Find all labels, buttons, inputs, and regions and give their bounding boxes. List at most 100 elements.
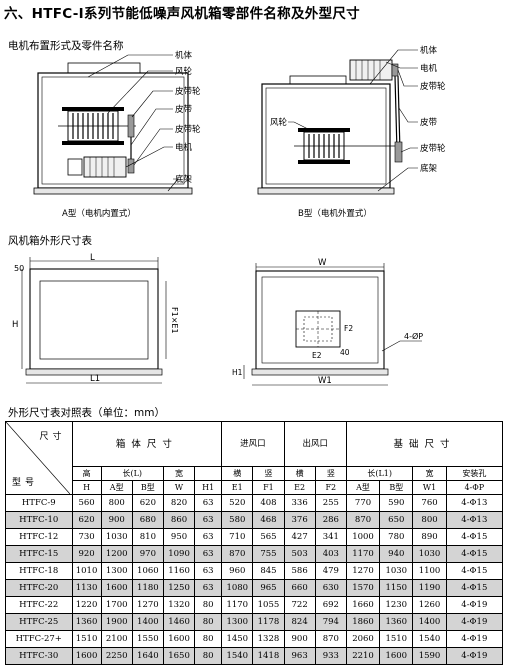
value-cell: 1230 xyxy=(379,596,414,614)
value-cell: 1600 xyxy=(71,647,102,665)
value-cell: 1510 xyxy=(71,630,102,648)
value-cell: 1200 xyxy=(100,545,133,563)
model-cell: HTFC-15 xyxy=(5,545,73,563)
outline-front-view: L 50 H F1×E1 L1 xyxy=(12,253,179,384)
value-cell: 1510 xyxy=(379,630,414,648)
model-cell: HTFC-25 xyxy=(5,613,73,631)
value-cell: 820 xyxy=(162,494,196,512)
value-cell: 2210 xyxy=(345,647,381,665)
value-cell: 800 xyxy=(100,494,133,512)
fig-b-label: 风轮 xyxy=(270,117,288,128)
figure-b-motor-outside: 机体 电机 皮带轮 风轮 皮带 皮带轮 底架 xyxy=(257,45,446,195)
value-cell: 1178 xyxy=(252,613,285,631)
dim-l1: L1 xyxy=(90,374,100,384)
value-cell: 620 xyxy=(71,511,102,529)
col-f1: F1 xyxy=(252,480,285,495)
value-cell: 1418 xyxy=(252,647,285,665)
value-cell: 479 xyxy=(314,562,347,580)
value-cell: 1190 xyxy=(412,579,447,597)
value-cell: 4-Φ15 xyxy=(445,579,504,597)
value-cell: 1540 xyxy=(221,647,254,665)
value-cell: 650 xyxy=(379,511,414,529)
value-cell: 1150 xyxy=(379,579,414,597)
value-cell: 870 xyxy=(221,545,254,563)
value-cell: 1860 xyxy=(345,613,381,631)
model-cell: HTFC-30 xyxy=(5,647,73,665)
value-cell: 722 xyxy=(283,596,316,614)
value-cell: 80 xyxy=(194,630,223,648)
col-b-type: B型 xyxy=(131,480,164,495)
value-cell: 810 xyxy=(131,528,164,546)
fig-a-label: 机体 xyxy=(175,50,193,61)
fig-a-label: 皮带轮 xyxy=(175,86,201,97)
value-cell: 565 xyxy=(252,528,285,546)
value-cell: 1900 xyxy=(100,613,133,631)
value-cell: 1400 xyxy=(412,613,447,631)
value-cell: 1000 xyxy=(345,528,381,546)
value-cell: 1030 xyxy=(412,545,447,563)
value-cell: 286 xyxy=(314,511,347,529)
col-f2: F2 xyxy=(314,480,347,495)
value-cell: 933 xyxy=(314,647,347,665)
value-cell: 341 xyxy=(314,528,347,546)
value-cell: 760 xyxy=(412,494,447,512)
model-cell: HTFC-27+ xyxy=(5,630,73,648)
value-cell: 1300 xyxy=(100,562,133,580)
corner-label-model: 型号 xyxy=(12,478,39,488)
dimension-table: 尺寸 型号 箱体尺寸 进风口 出风口 基础尺寸 高 长(L) 宽 横 竖 横 竖… xyxy=(5,421,504,665)
value-cell: 1260 xyxy=(412,596,447,614)
section-heading-motor-layout: 电机布置形式及零件名称 xyxy=(8,40,124,52)
value-cell: 2250 xyxy=(100,647,133,665)
value-cell: 1600 xyxy=(379,647,414,665)
dim-h: H xyxy=(12,320,18,330)
value-cell: 963 xyxy=(283,647,316,665)
figure-a-motor-inside: 机体 风轮 皮带轮 皮带 皮带轮 电机 底架 xyxy=(33,50,201,195)
value-cell: 4-Φ15 xyxy=(445,562,504,580)
value-cell: 950 xyxy=(162,528,196,546)
fig-b-label: 电机 xyxy=(420,63,438,74)
value-cell: 1540 xyxy=(412,630,447,648)
header-inlet: 进风口 xyxy=(221,421,285,467)
value-cell: 870 xyxy=(345,511,381,529)
value-cell: 1170 xyxy=(221,596,254,614)
value-cell: 80 xyxy=(194,613,223,631)
value-cell: 1055 xyxy=(252,596,285,614)
dim-hole: 4-ØP xyxy=(404,331,423,341)
value-cell: 1250 xyxy=(162,579,196,597)
header-base-dims: 基础尺寸 xyxy=(345,421,504,467)
fig-a-label: 电机 xyxy=(175,142,193,153)
col-h1: H1 xyxy=(194,480,223,495)
value-cell: 1090 xyxy=(162,545,196,563)
header-height: 高 xyxy=(71,466,102,481)
value-cell: 2100 xyxy=(100,630,133,648)
dim-50: 50 xyxy=(14,264,24,273)
dim-e2: E2 xyxy=(312,351,322,360)
value-cell: 63 xyxy=(194,494,223,512)
dim-f2: F2 xyxy=(344,324,353,333)
fig-a-label: 皮带轮 xyxy=(175,124,201,135)
value-cell: 376 xyxy=(283,511,316,529)
value-cell: 1160 xyxy=(162,562,196,580)
col-w1: W1 xyxy=(412,480,447,495)
value-cell: 1360 xyxy=(379,613,414,631)
value-cell: 620 xyxy=(131,494,164,512)
value-cell: 1700 xyxy=(100,596,133,614)
dim-w1: W1 xyxy=(318,376,332,386)
value-cell: 1570 xyxy=(345,579,381,597)
header-horizontal: 横 xyxy=(283,466,316,481)
value-cell: 4-Φ13 xyxy=(445,511,504,529)
value-cell: 63 xyxy=(194,545,223,563)
dim-w: W xyxy=(318,258,327,268)
value-cell: 1010 xyxy=(71,562,102,580)
value-cell: 680 xyxy=(131,511,164,529)
value-cell: 1600 xyxy=(162,630,196,648)
header-vertical: 竖 xyxy=(314,466,347,481)
outline-side-view: W F2 E2 40 4-ØP H1 W1 xyxy=(232,258,423,386)
